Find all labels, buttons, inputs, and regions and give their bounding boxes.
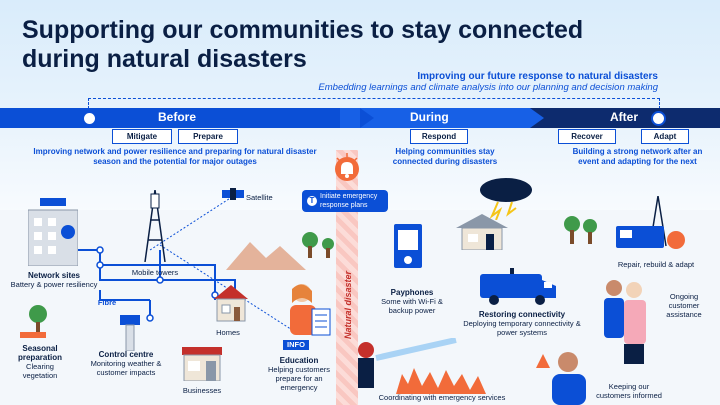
alarm-bell-icon bbox=[335, 153, 359, 181]
business-shop-icon bbox=[182, 347, 222, 381]
desc-after: Building a strong network after an event… bbox=[572, 147, 703, 166]
service-van-icon bbox=[480, 268, 556, 305]
tag-adapt: Adapt bbox=[641, 129, 689, 144]
phase-during: During bbox=[410, 110, 449, 124]
network-site-building-icon bbox=[28, 198, 78, 266]
mobile-towers-label: Mobile towers bbox=[131, 268, 179, 277]
damaged-house-icon bbox=[456, 214, 508, 250]
loop-start-dot bbox=[82, 111, 97, 126]
tag-mitigate: Mitigate bbox=[112, 129, 172, 144]
before-chevron bbox=[360, 108, 374, 128]
during-chevron bbox=[530, 108, 544, 128]
coordinating-label: Coordinating with emergency services bbox=[378, 393, 506, 402]
repair-equipment-icon bbox=[616, 196, 685, 249]
businesses-label: Businesses bbox=[182, 386, 222, 395]
ongoing-label: Ongoing customer assistance bbox=[666, 292, 702, 319]
education-person-icon bbox=[290, 284, 331, 336]
mountains-icon bbox=[226, 242, 306, 270]
warning-icon bbox=[536, 354, 550, 368]
payphones-title: Payphones bbox=[390, 288, 434, 297]
control-centre-title: Control centre bbox=[98, 350, 154, 359]
person-on-phone-icon bbox=[552, 352, 586, 405]
keeping-informed-label: Keeping our customers informed bbox=[596, 382, 662, 400]
seasonal-label: Seasonal preparation Clearing vegetation bbox=[10, 344, 70, 380]
education-label: Education Helping customers prepare for … bbox=[266, 356, 332, 392]
firefighter-fire-icon bbox=[358, 338, 486, 394]
satellite-label: Satellite bbox=[246, 193, 273, 202]
info-sign: INFO bbox=[283, 340, 309, 350]
control-centre-desc: Monitoring weather & customer impacts bbox=[90, 359, 162, 377]
storm-cloud-icon bbox=[480, 178, 532, 220]
satellite-icon bbox=[222, 188, 244, 200]
during-bar bbox=[340, 108, 550, 128]
seasonal-desc: Clearing vegetation bbox=[22, 362, 58, 380]
mobile-tower-icon bbox=[144, 190, 166, 262]
seasonal-title: Seasonal preparation bbox=[17, 344, 62, 362]
payphones-label: Payphones Some with Wi-Fi & backup power bbox=[372, 288, 452, 315]
payphones-desc: Some with Wi-Fi & backup power bbox=[381, 297, 443, 315]
tag-recover: Recover bbox=[558, 129, 616, 144]
network-sites-desc: Battery & power resiliency bbox=[10, 280, 98, 289]
desc-during: Helping communities stay connected durin… bbox=[392, 147, 498, 166]
tree-icon-right bbox=[564, 216, 597, 244]
phase-before: Before bbox=[158, 110, 197, 124]
natural-disaster-band bbox=[336, 150, 358, 405]
restoring-desc: Deploying temporary connectivity & power… bbox=[463, 319, 581, 337]
education-title: Education bbox=[279, 356, 319, 365]
payphone-icon bbox=[394, 224, 422, 268]
homes-label: Homes bbox=[216, 328, 240, 337]
emergency-plans-text: Initiate emergency response plans bbox=[320, 193, 378, 209]
improvement-heading: Improving our future response to natural… bbox=[417, 71, 658, 82]
fibre-label: Fibre bbox=[97, 298, 117, 307]
control-tower-icon bbox=[120, 315, 140, 351]
improvement-note: Improving our future response to natural… bbox=[318, 71, 658, 93]
restoring-label: Restoring connectivity Deploying tempora… bbox=[458, 310, 586, 337]
control-centre-label: Control centre Monitoring weather & cust… bbox=[86, 350, 166, 377]
desc-before: Improving network and power resilience a… bbox=[33, 147, 317, 166]
loop-end-dot bbox=[651, 111, 666, 126]
restoring-title: Restoring connectivity bbox=[478, 310, 566, 319]
feedback-loop-line bbox=[88, 98, 660, 113]
network-sites-label: Network sites Battery & power resiliency bbox=[8, 271, 100, 289]
tree-and-saw-icon bbox=[20, 305, 47, 338]
phase-after: After bbox=[610, 110, 639, 124]
customer-assistance-people-icon bbox=[604, 280, 646, 364]
tag-prepare: Prepare bbox=[178, 129, 238, 144]
telstra-logo-icon: T bbox=[307, 196, 317, 206]
home-icon bbox=[214, 285, 248, 322]
after-bar bbox=[530, 108, 720, 128]
network-sites-title: Network sites bbox=[27, 271, 81, 280]
emergency-plans-box: T Initiate emergency response plans bbox=[302, 190, 388, 212]
education-desc: Helping customers prepare for an emergen… bbox=[267, 365, 331, 392]
page-title: Supporting our communities to stay conne… bbox=[22, 16, 584, 73]
tag-respond: Respond bbox=[410, 129, 468, 144]
repair-label: Repair, rebuild & adapt bbox=[617, 260, 695, 269]
tree-icon bbox=[302, 232, 334, 258]
improvement-subheading: Embedding learnings and climate analysis… bbox=[318, 82, 658, 93]
